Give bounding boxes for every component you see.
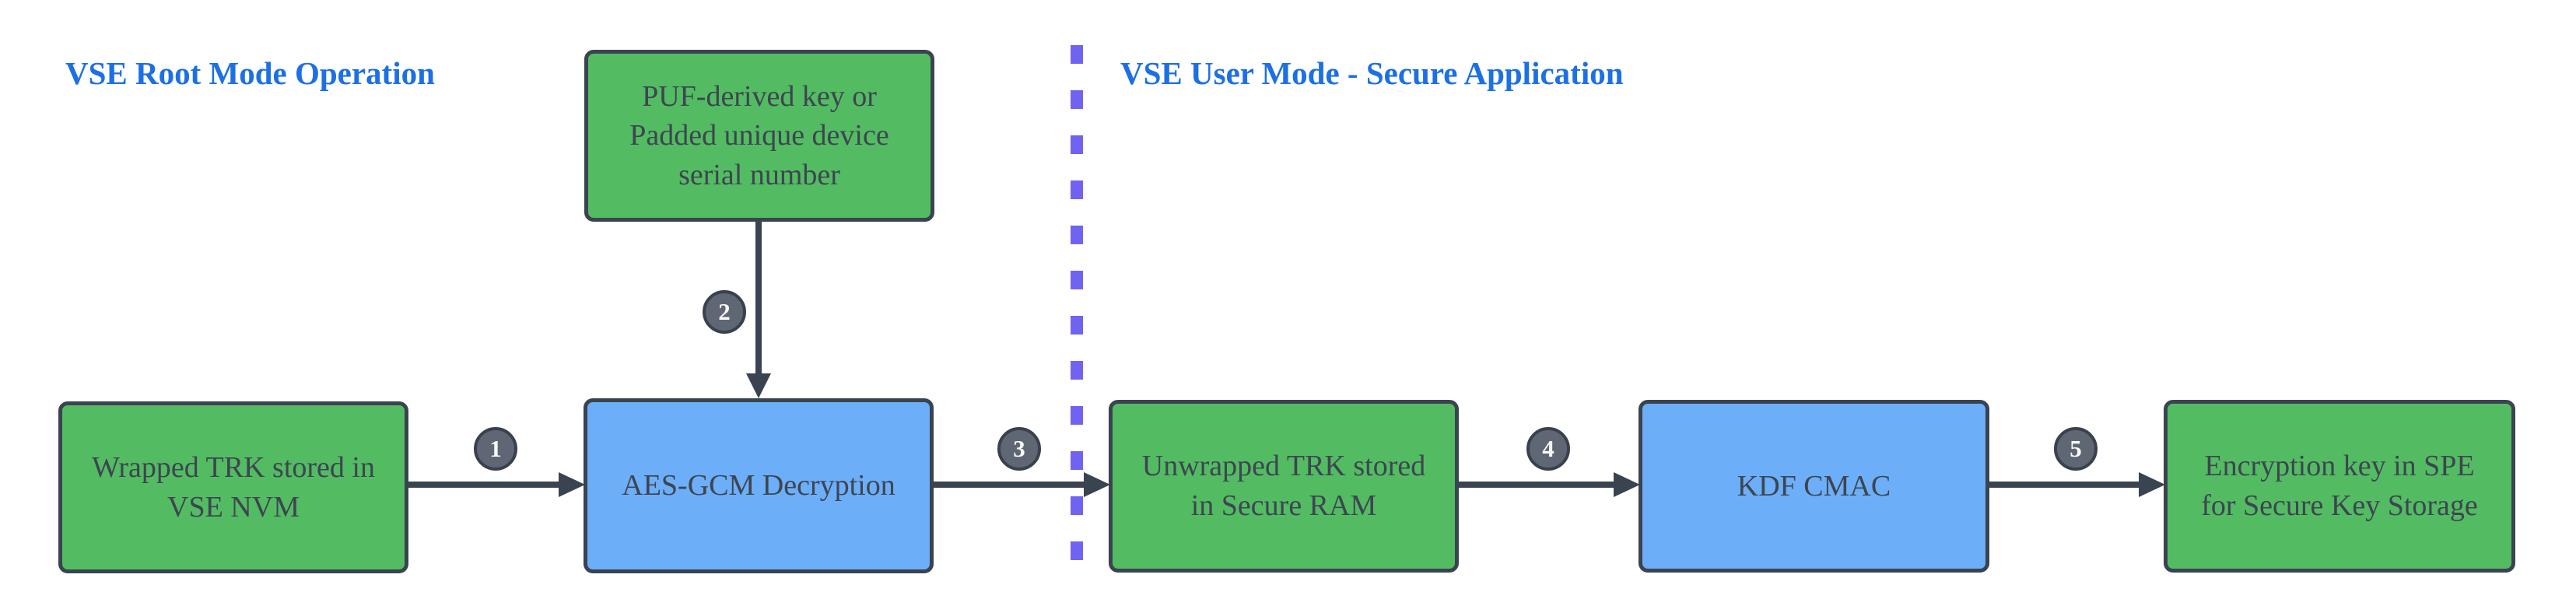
node-puf-derived-key: PUF-derived key or Padded unique device … [584, 50, 934, 222]
node-unwrapped-trk: Unwrapped TRK stored in Secure RAM [1109, 400, 1459, 573]
arrow-3-line [934, 482, 1086, 488]
node-aes-gcm-decryption: AES-GCM Decryption [584, 398, 934, 573]
node-aes-gcm-decryption-label: AES-GCM Decryption [622, 469, 895, 503]
step-badge-1: 1 [474, 427, 517, 471]
node-kdf-cmac: KDF CMAC [1638, 400, 1989, 573]
step-badge-3: 3 [997, 427, 1041, 471]
node-kdf-cmac-label: KDF CMAC [1737, 469, 1891, 503]
arrow-5-arrowhead-icon [2139, 472, 2165, 497]
node-wrapped-trk: Wrapped TRK stored in VSE NVM [58, 401, 408, 573]
section-title-root-mode: VSE Root Mode Operation [65, 55, 435, 91]
arrow-2-line [755, 221, 762, 377]
node-wrapped-trk-label: Wrapped TRK stored in VSE NVM [92, 450, 375, 524]
step-badge-5: 5 [2054, 427, 2098, 471]
step-badge-2: 2 [703, 290, 746, 334]
node-unwrapped-trk-label: Unwrapped TRK stored in Secure RAM [1141, 450, 1426, 522]
section-title-user-mode: VSE User Mode - Secure Application [1120, 55, 1624, 91]
node-puf-derived-key-label: PUF-derived key or Padded unique device … [629, 79, 889, 191]
arrow-4-arrowhead-icon [1614, 472, 1640, 497]
arrow-3-arrowhead-icon [1084, 472, 1110, 497]
arrow-2-arrowhead-icon [746, 373, 771, 398]
arrow-1-arrowhead-icon [559, 472, 585, 497]
step-badge-4: 4 [1526, 427, 1570, 471]
arrow-5-line [1989, 482, 2142, 488]
node-encryption-key-spe: Encryption key in SPE for Secure Key Sto… [2164, 400, 2515, 573]
arrow-1-line [408, 482, 561, 488]
node-encryption-key-spe-label: Encryption key in SPE for Secure Key Sto… [2201, 450, 2478, 522]
mode-divider-dashed-line [1071, 45, 1083, 565]
arrow-4-line [1459, 482, 1616, 488]
